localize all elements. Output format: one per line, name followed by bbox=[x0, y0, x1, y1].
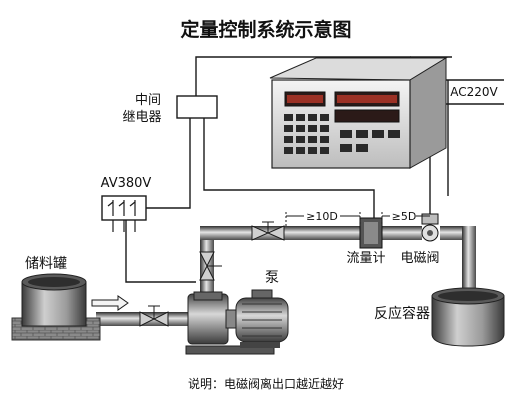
voltage-220-label: AC220V bbox=[450, 85, 498, 99]
reactor-vessel bbox=[431, 287, 505, 347]
quantitative-controller bbox=[269, 57, 448, 169]
flow-arrow-icon bbox=[91, 295, 129, 311]
reactor-label: 反应容器 bbox=[374, 305, 430, 322]
storage-tank bbox=[11, 273, 101, 341]
storage-tank-label: 储料罐 bbox=[25, 256, 67, 272]
intermediate-relay bbox=[176, 95, 218, 119]
voltage-380-label: AV380V bbox=[101, 176, 152, 191]
relay-label-line1: 中间 bbox=[135, 93, 161, 108]
distance-5d-label: ≥5D bbox=[392, 210, 417, 223]
distance-markers bbox=[285, 212, 431, 226]
solenoid-valve bbox=[421, 213, 439, 242]
gate-valve-top bbox=[251, 221, 285, 241]
pump-assembly bbox=[185, 289, 289, 355]
relay-label-line2: 继电器 bbox=[122, 110, 161, 125]
flowmeter-label: 流量计 bbox=[346, 251, 385, 266]
distance-10d-label: ≥10D bbox=[306, 210, 338, 223]
pump-label: 泵 bbox=[265, 270, 279, 286]
flowmeter bbox=[359, 217, 383, 249]
diagram-title: 定量控制系统示意图 bbox=[180, 18, 351, 41]
keypad bbox=[284, 114, 400, 154]
gate-valve-inlet bbox=[139, 305, 169, 327]
footnote: 说明：电磁阀离出口越近越好 bbox=[188, 376, 344, 391]
solenoid-valve-label: 电磁阀 bbox=[400, 251, 439, 266]
gate-valve-riser bbox=[199, 251, 222, 281]
circuit-breaker bbox=[101, 195, 147, 232]
